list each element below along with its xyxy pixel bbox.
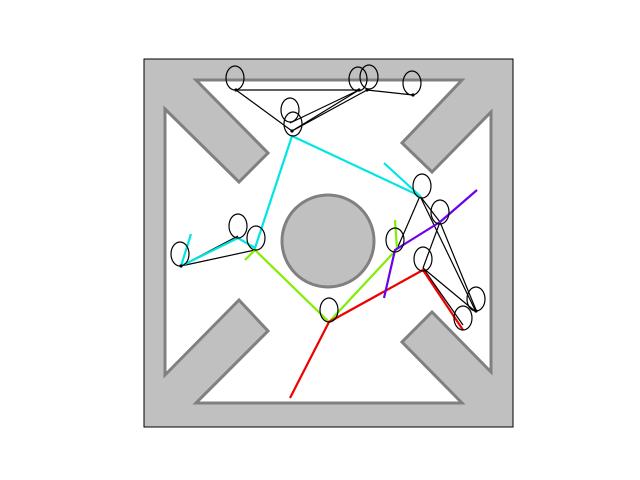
node-dot [290,129,294,133]
node-dot [411,93,415,97]
node-dot [365,88,369,92]
edge [291,89,368,132]
central-obstacle [280,193,376,289]
node [430,199,450,225]
edge [291,89,360,132]
node-dot [357,88,361,92]
node [283,111,303,137]
edge [235,89,293,132]
edge [419,195,477,313]
node-dot [179,264,183,268]
path-purple [382,189,478,299]
edge [422,267,477,313]
node [319,297,339,323]
edge [289,89,360,124]
edge [396,195,421,250]
path-red [289,268,464,399]
node [453,305,473,331]
node [385,227,405,253]
edge [180,249,256,267]
node [412,173,432,199]
node [413,246,433,272]
node [246,225,266,251]
node [280,97,300,123]
node [359,64,379,90]
node-dot [474,309,478,313]
node-dot [234,88,238,92]
edge [419,195,441,223]
node-dots [179,88,478,313]
edge [366,89,414,96]
edge [439,221,477,311]
node [228,213,248,239]
edge [422,221,441,269]
edge [422,267,464,326]
